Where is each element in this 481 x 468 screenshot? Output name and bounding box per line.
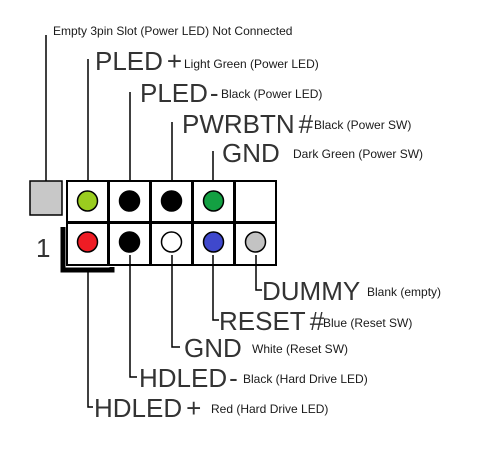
pin-name: HDLED bbox=[139, 363, 227, 393]
pin-name: RESET bbox=[219, 306, 306, 336]
pin-sign: # bbox=[299, 109, 314, 139]
pin-label-hdled-plus: HDLED+ Red (Hard Drive LED) bbox=[94, 393, 328, 423]
pin-sign: + bbox=[167, 46, 182, 76]
pin-desc: Blank (empty) bbox=[367, 285, 441, 299]
lead-reset bbox=[212, 255, 219, 321]
pin-name: PLED bbox=[95, 46, 163, 76]
pin-name: GND bbox=[184, 333, 242, 363]
pin-label-pled-plus: PLED+ Light Green (Power LED) bbox=[95, 46, 319, 76]
pin-sign: - bbox=[210, 78, 219, 108]
pin-dot-top-4 bbox=[202, 190, 225, 212]
pin-name: HDLED bbox=[94, 393, 182, 423]
empty-slot-note: Empty 3pin Slot (Power LED) Not Connecte… bbox=[53, 24, 292, 38]
pin-desc: Black (Hard Drive LED) bbox=[243, 372, 368, 386]
pin-desc: Dark Green (Power SW) bbox=[293, 147, 423, 161]
svg-text:PLED+: PLED+ bbox=[95, 46, 182, 76]
pin-desc: Black (Power LED) bbox=[221, 87, 322, 101]
svg-text:GND: GND bbox=[222, 138, 280, 168]
pin-header-grid bbox=[66, 180, 277, 266]
pin-desc: Blue (Reset SW) bbox=[323, 316, 412, 330]
pin-dot-bottom-2 bbox=[118, 231, 141, 253]
pin-dot-top-1 bbox=[76, 190, 99, 212]
pin-name: GND bbox=[222, 138, 280, 168]
pin-label-gnd-reset: GND White (Reset SW) bbox=[184, 333, 348, 363]
pin-desc: Red (Hard Drive LED) bbox=[211, 402, 328, 416]
pin-sign: - bbox=[229, 363, 238, 393]
pin-label-gnd-power: GND Dark Green (Power SW) bbox=[222, 138, 423, 168]
pin-desc: Light Green (Power LED) bbox=[184, 57, 319, 71]
pin-sign: + bbox=[186, 393, 201, 423]
pin-dot-bottom-3 bbox=[160, 231, 183, 253]
pin-name: DUMMY bbox=[262, 276, 360, 306]
pin-label-hdled-minus: HDLED- Black (Hard Drive LED) bbox=[139, 363, 368, 393]
svg-text:DUMMY: DUMMY bbox=[262, 276, 360, 306]
svg-text:RESET#: RESET# bbox=[219, 306, 325, 336]
pin-name: PWRBTN bbox=[182, 109, 295, 139]
pin-label-reset: RESET# Blue (Reset SW) bbox=[219, 306, 412, 336]
pin-dot-bottom-1 bbox=[76, 231, 99, 253]
pin-dot-bottom-4 bbox=[202, 231, 225, 253]
svg-text:PWRBTN#: PWRBTN# bbox=[182, 109, 314, 139]
leader-lines bbox=[87, 59, 262, 408]
pin-dot-bottom-5 bbox=[244, 231, 267, 253]
pin-one-label: 1 bbox=[36, 233, 50, 263]
empty-slot-block bbox=[29, 180, 63, 216]
svg-text:PLED-: PLED- bbox=[140, 78, 219, 108]
lead-hdled-minus bbox=[129, 255, 137, 378]
svg-text:HDLED+: HDLED+ bbox=[94, 393, 201, 423]
pin-dot-top-3 bbox=[160, 190, 183, 212]
pin-dot-top-2 bbox=[118, 190, 141, 212]
pin-label-dummy: DUMMY Blank (empty) bbox=[262, 276, 441, 306]
pin-label-pwrbtn: PWRBTN# Black (Power SW) bbox=[182, 109, 411, 139]
lead-dummy bbox=[255, 255, 262, 291]
svg-text:HDLED-: HDLED- bbox=[139, 363, 238, 393]
lead-gnd-reset bbox=[171, 255, 180, 348]
header-cell bbox=[234, 180, 277, 223]
pin-sign: # bbox=[310, 306, 325, 336]
pin-label-pled-minus: PLED- Black (Power LED) bbox=[140, 78, 322, 108]
pin-name: PLED bbox=[140, 78, 208, 108]
lead-hdled-plus bbox=[87, 270, 93, 408]
svg-text:GND: GND bbox=[184, 333, 242, 363]
pin-desc: White (Reset SW) bbox=[252, 342, 348, 356]
pin-desc: Black (Power SW) bbox=[314, 118, 411, 132]
